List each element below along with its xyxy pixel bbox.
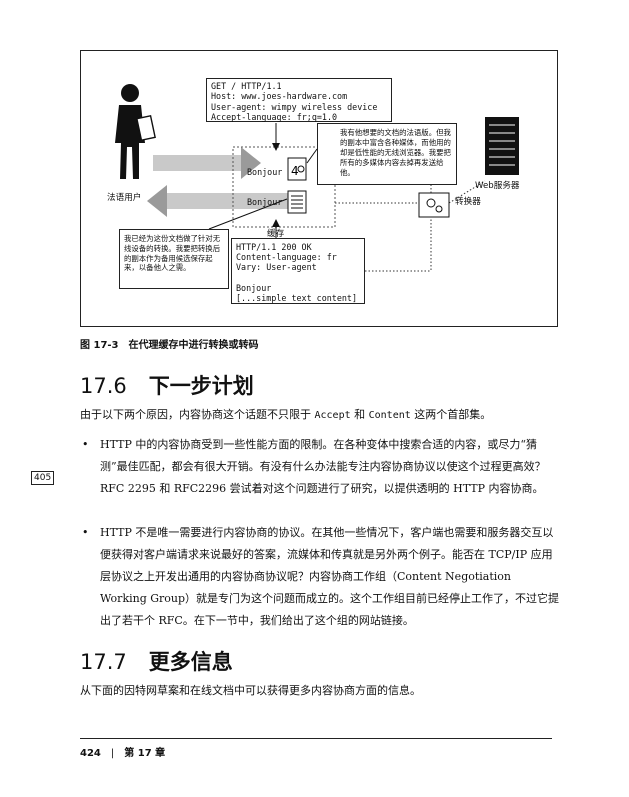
bullet-item: • HTTP 中的内容协商受到一些性能方面的限制。在各种变体中搜索合适的内容，或…: [82, 434, 560, 500]
label-cache: 缓存: [267, 229, 285, 239]
section-title: 更多信息: [148, 650, 233, 674]
code-accept: Accept: [314, 410, 351, 421]
user-figure-icon: [115, 84, 156, 179]
page-number: 424: [80, 748, 101, 759]
callout-note-bottom: 我已经为这份文档做了针对无线设备的转换。我要把转换后的副本作为备用候选保存起来，…: [119, 229, 229, 289]
figure-diagram: 4: [115, 84, 519, 272]
bonjour-label-top: Bonjour: [247, 167, 283, 177]
text-document-icon: [287, 190, 307, 214]
response-line: HTTP/1.1 200 OK: [236, 242, 312, 252]
http-response-box: HTTP/1.1 200 OK Content-language: fr Var…: [231, 238, 365, 304]
request-line: User-agent: wimpy wireless device: [211, 101, 378, 112]
original-page-marker: 405: [31, 471, 55, 485]
svg-text:4: 4: [291, 164, 299, 178]
request-line: Accept-language: fr;q=1.0: [211, 112, 338, 123]
chapter-label: 第 17 章: [124, 748, 166, 759]
response-line: [236, 273, 360, 283]
web-server-icon: [485, 117, 519, 175]
intro-text: 这两个首部集。: [410, 408, 492, 421]
intro-text: 由于以下两个原因，内容协商这个话题不只限于: [80, 408, 315, 421]
figure-caption-text: 在代理缓存中进行转换或转码: [128, 340, 259, 351]
response-line: Bonjour: [236, 282, 272, 293]
response-line: Vary: User-agent: [236, 262, 317, 273]
bullet-dot: •: [82, 526, 89, 539]
bullet-text: HTTP 不是唯一需要进行内容协商的协议。在其他一些情况下，客户端也需要和服务器…: [100, 526, 560, 627]
label-french-user: 法语用户: [107, 193, 142, 203]
section-heading-17-7: 17.7 更多信息: [80, 646, 233, 676]
footer-separator: |: [110, 748, 115, 759]
response-line: [...simple text content]: [236, 292, 358, 303]
response-arrow: [147, 185, 288, 217]
section-number: 17.6: [80, 374, 127, 398]
section-number: 17.7: [80, 650, 127, 674]
bullet-item: • HTTP 不是唯一需要进行内容协商的协议。在其他一些情况下，客户端也需要和服…: [82, 522, 560, 632]
request-arrow: [153, 147, 261, 179]
label-converter: 转换器: [455, 197, 481, 207]
label-web-server: Web服务器: [475, 181, 520, 191]
request-line: GET / HTTP/1.1: [211, 81, 282, 91]
response-line: Content-language: fr: [236, 252, 337, 263]
multimedia-document-icon: 4: [287, 157, 307, 181]
section-title: 下一步计划: [148, 374, 254, 398]
figure-proxy-transcoding: 4: [80, 50, 558, 327]
bullet-dot: •: [82, 438, 89, 451]
section-heading-17-6: 17.6 下一步计划: [80, 370, 254, 400]
figure-number: 图 17-3: [80, 340, 119, 351]
code-content: Content: [368, 410, 411, 421]
callout-note-top: 我有他想要的文档的法语版。但我的副本中富含各种媒体，而他用的却是低性能的无线浏览…: [317, 123, 457, 185]
request-line: Host: www.joes-hardware.com: [211, 91, 348, 102]
footer-rule: [80, 738, 552, 739]
figure-caption: 图 17-3 在代理缓存中进行转换或转码: [80, 336, 259, 351]
bonjour-label-bottom: Bonjour: [247, 197, 283, 207]
closing-paragraph: 从下面的因特网草案和在线文档中可以获得更多内容协商方面的信息。: [80, 684, 421, 697]
intro-text: 和: [350, 408, 369, 421]
converter-icon: [418, 192, 450, 218]
intro-paragraph: 由于以下两个原因，内容协商这个话题不只限于 Accept 和 Content 这…: [80, 404, 560, 427]
http-request-box: GET / HTTP/1.1 Host: www.joes-hardware.c…: [206, 78, 392, 122]
bullet-text: HTTP 中的内容协商受到一些性能方面的限制。在各种变体中搜索合适的内容，或尽力…: [100, 438, 546, 495]
page-footer: 424 | 第 17 章: [80, 744, 165, 759]
